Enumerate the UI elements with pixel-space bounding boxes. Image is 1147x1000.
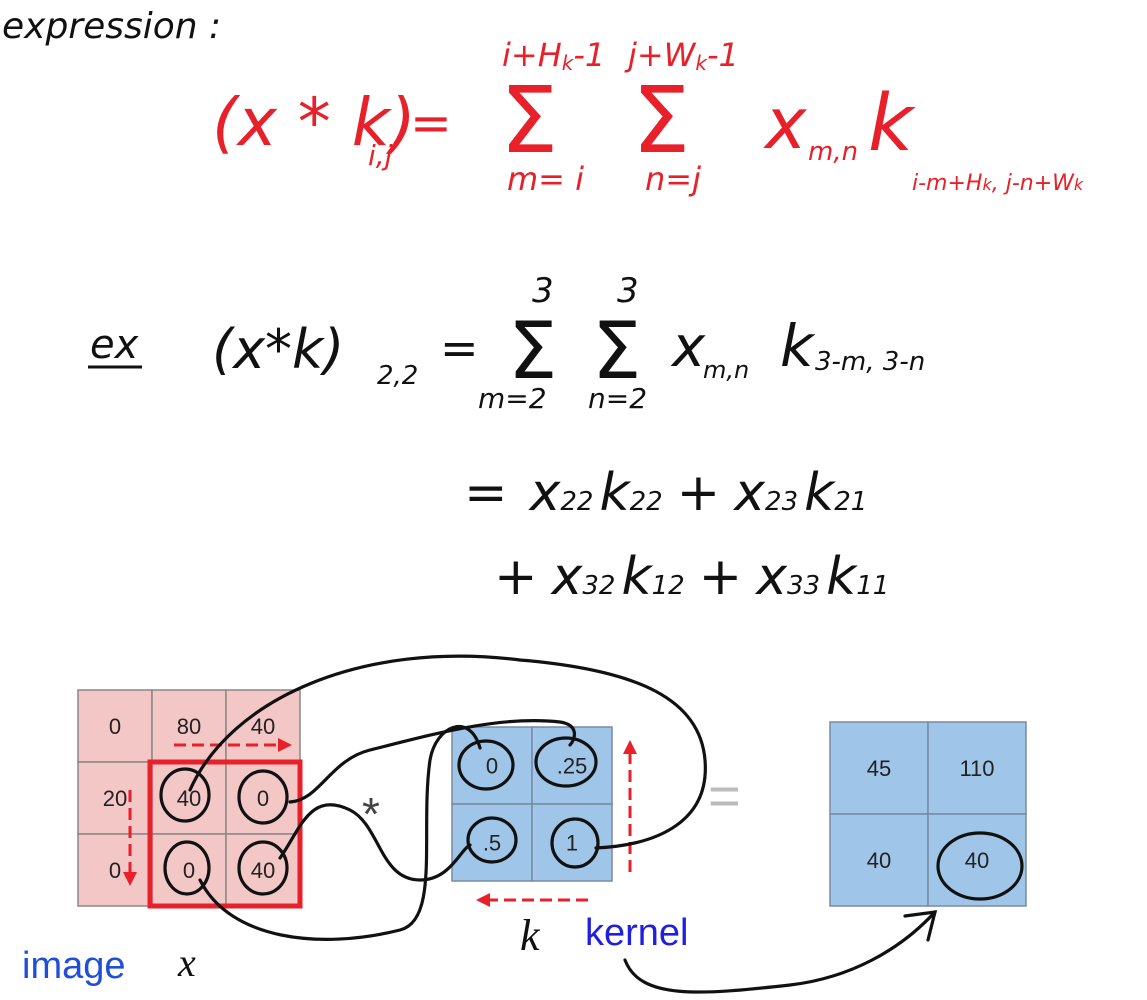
heading-text: expression : (2, 6, 221, 47)
image-cell-value: 0 (109, 858, 121, 883)
kernel-arrow-up-head (623, 740, 637, 754)
circle-x23 (237, 769, 289, 825)
formula-sigma2: Σ (632, 67, 690, 174)
circle-output (936, 831, 1024, 901)
image-arrow-down-head (123, 872, 137, 886)
circle-k21 (466, 816, 518, 864)
kernel-cell-value: 0 (486, 754, 498, 779)
formula-sum1-bottom: m= i (507, 160, 584, 198)
image-cell (77, 833, 153, 907)
link-kernel-to-output (623, 910, 937, 994)
output-cell-value: 45 (867, 756, 891, 781)
example-sum2-top: 3 (617, 271, 639, 311)
example-sum1-bottom: m=2 (478, 382, 547, 415)
formula-sigma1: Σ (500, 67, 558, 174)
formula-eq: = (410, 94, 452, 152)
link-kernel-to-output-head (903, 910, 938, 942)
kernel-cell-value: .5 (483, 831, 501, 856)
example-sigma1: Σ (508, 307, 557, 397)
example-prefix: ex (90, 322, 139, 368)
formula-lhs: (x * k) (212, 84, 416, 161)
output-cell (829, 721, 929, 815)
image-cell-value: 40 (251, 858, 275, 883)
image-direction-arrows (123, 738, 292, 886)
handwritten-annotations (159, 654, 1024, 994)
link-x33-k11 (278, 803, 472, 882)
image-cell-value: 20 (103, 786, 127, 811)
example-sigma2: Σ (592, 307, 641, 397)
output-cell-value: 40 (867, 848, 891, 873)
worked-example: ex (x*k) 2,2 = 3 Σ m=2 3 Σ n=2 x m,n k 3… (88, 271, 925, 607)
kernel-cell-value: 1 (566, 831, 578, 856)
kernel-math-label: k (520, 911, 541, 960)
image-cell-value: 0 (257, 786, 269, 811)
image-math-label: x (177, 940, 196, 985)
general-formula: (x * k) i,j = i+Hk-1 Σ m= i j+Wk-1 Σ n=j… (212, 36, 1084, 198)
circle-x32 (163, 840, 211, 896)
kernel-direction-arrows (476, 740, 637, 907)
formula-term-x: x (763, 83, 807, 165)
output-cell (927, 721, 1027, 815)
image-arrow-right-head (278, 738, 292, 752)
output-cell-value: 110 (959, 756, 994, 781)
image-label: image (22, 945, 126, 987)
example-lhs-sub: 2,2 (377, 361, 418, 391)
example-term-k: k (780, 312, 816, 380)
output-cell-value: 40 (965, 848, 989, 873)
formula-term-k-sub: i-m+Hk, j-n+Wk (912, 171, 1084, 196)
image-cell-value: 0 (109, 714, 121, 739)
kernel-label: kernel (585, 912, 689, 954)
circle-x33 (237, 840, 289, 896)
image-cell-value: 40 (251, 714, 275, 739)
link-x32-k12 (198, 725, 482, 941)
image-cell-value: 80 (177, 714, 201, 739)
equals-sign: = (708, 764, 741, 827)
example-sum1-top: 3 (532, 271, 554, 311)
image-window-highlight (147, 759, 303, 909)
example-lhs: (x*k) (212, 318, 344, 381)
image-cell (77, 761, 153, 835)
example-term-x-sub: m,n (703, 356, 749, 384)
formula-sum2-bottom: n=j (645, 160, 701, 198)
example-sum2-bottom: n=2 (588, 382, 647, 415)
circle-k12 (534, 736, 598, 788)
link-x22-k22 (188, 654, 707, 850)
example-term-x: x (670, 315, 706, 380)
formula-lhs-sub: i,j (368, 139, 393, 172)
circle-x22 (159, 767, 211, 823)
circle-k22 (550, 817, 600, 869)
output-grid: 45 110 40 40 (829, 721, 1027, 907)
kernel-grid: 0 .25 .5 1 (451, 726, 613, 882)
example-eq: = (440, 321, 479, 375)
image-cell-value: 0 (183, 858, 195, 883)
kernel-arrow-left-head (476, 893, 490, 907)
kernel-cell-value: .25 (557, 754, 588, 779)
example-term-k-sub: 3-m, 3-n (815, 347, 925, 377)
formula-sum2-top: j+Wk-1 (624, 36, 739, 75)
formula-term-k: k (868, 79, 916, 169)
circle-k11 (457, 739, 515, 791)
formula-term-x-sub: m,n (808, 137, 858, 167)
formula-sum1-top: i+Hk-1 (502, 36, 605, 75)
